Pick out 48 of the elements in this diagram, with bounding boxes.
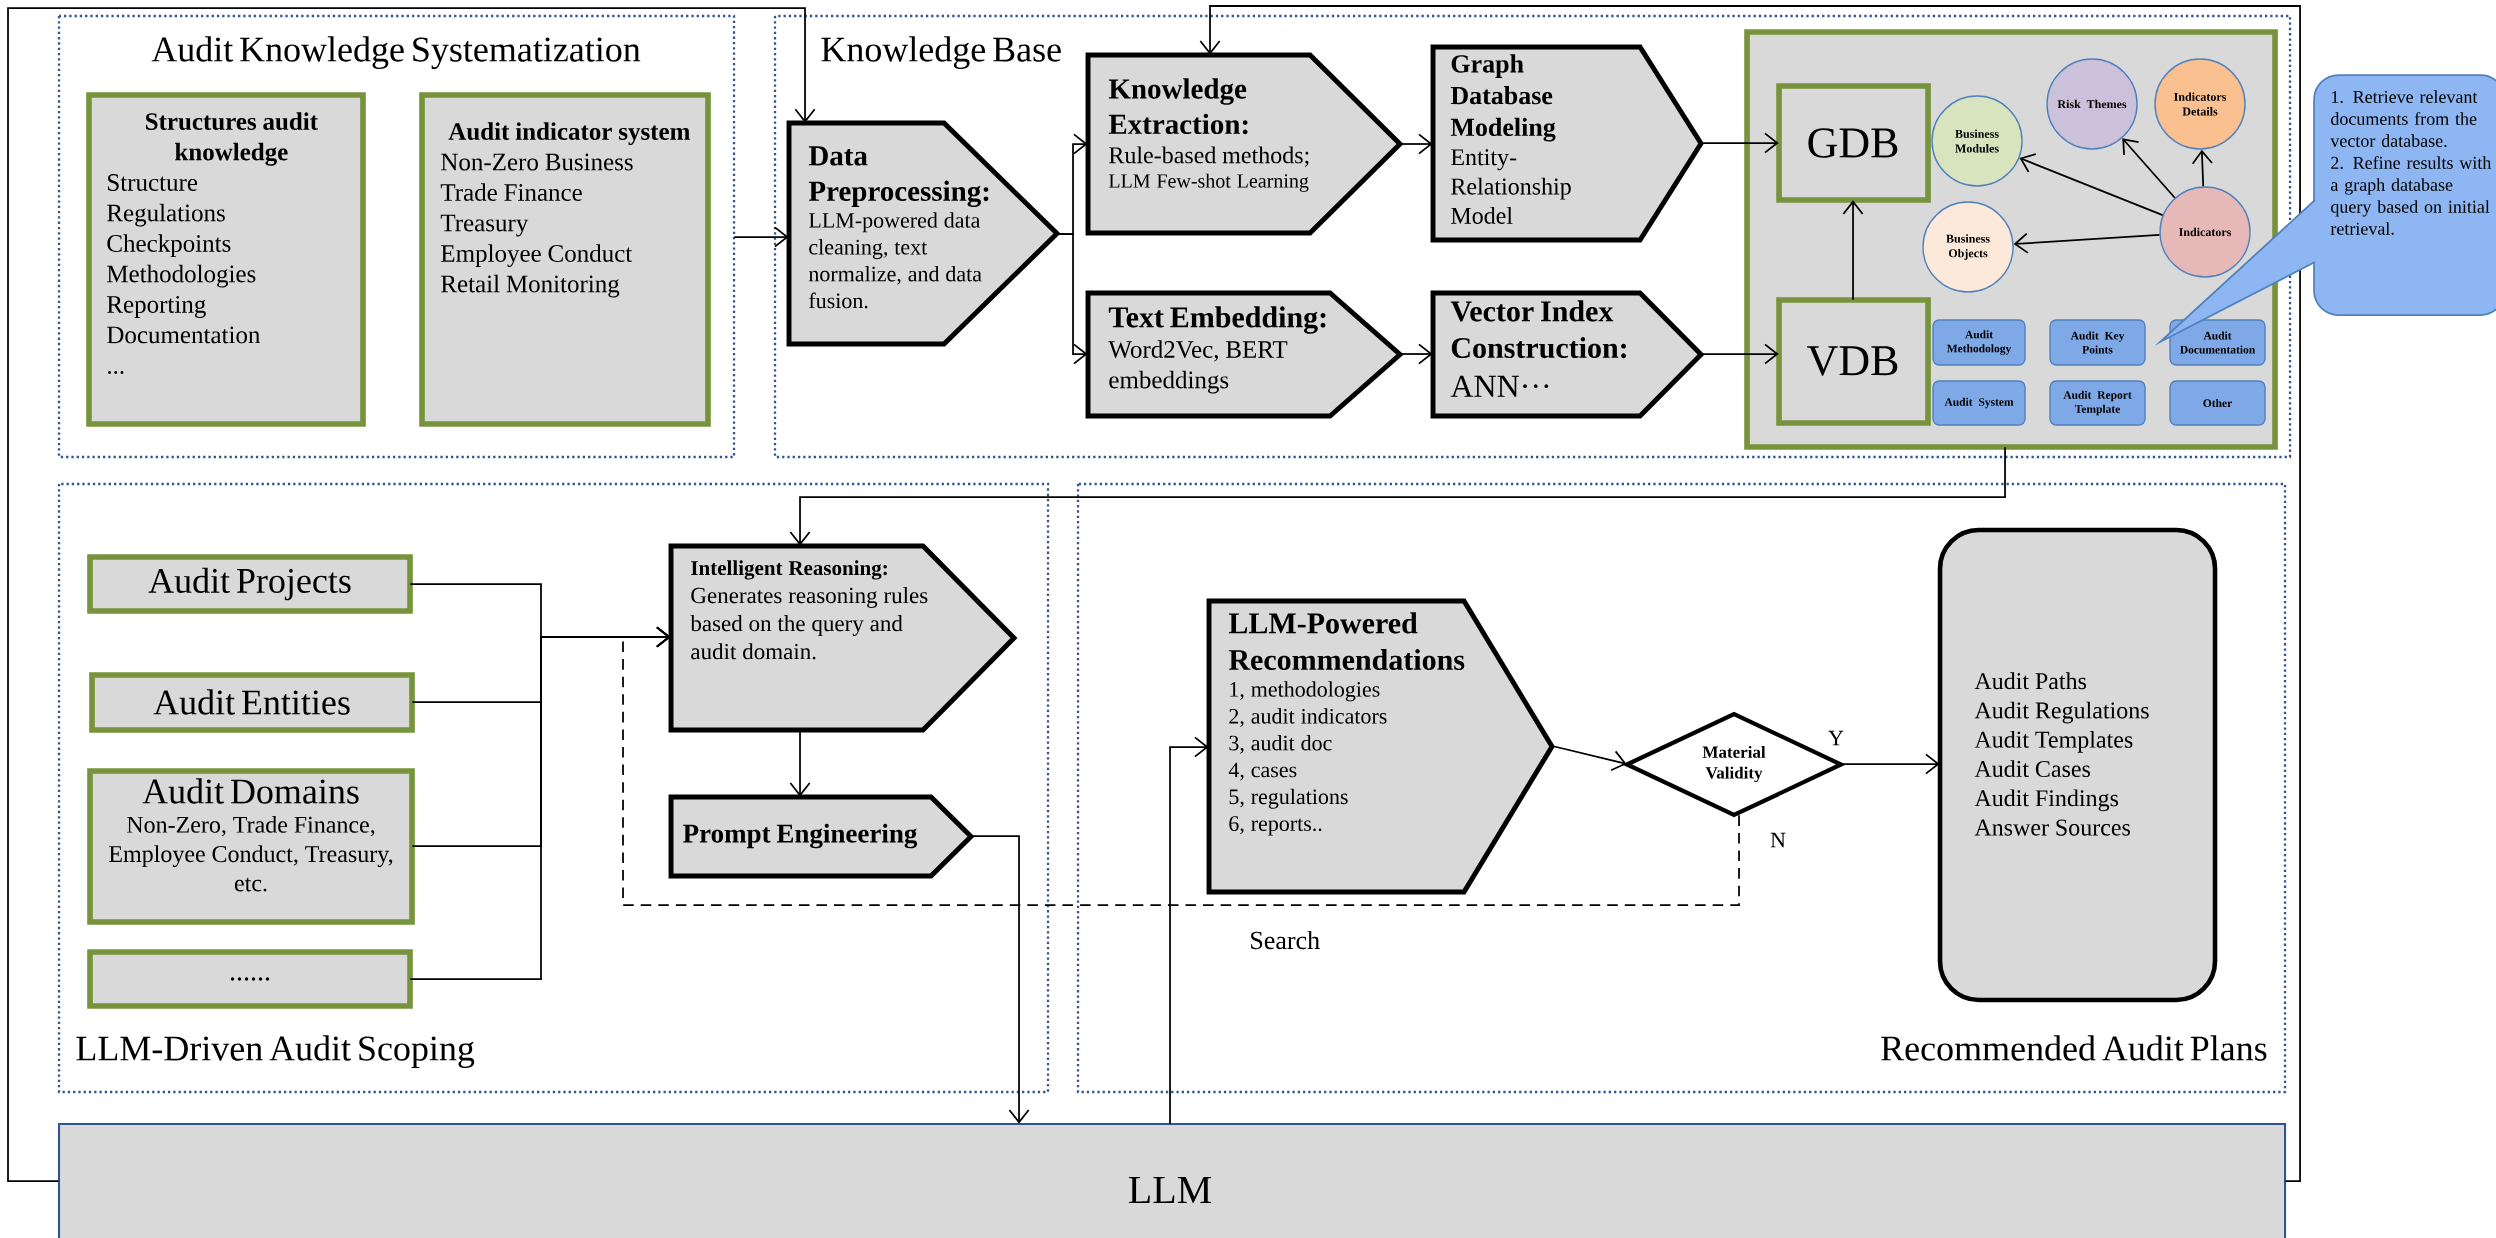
category-box: Structures audit knowledge Structure Regulations Checkpoints Methodologies Reporting Documentation ... <box>86 92 366 427</box>
arrow <box>1199 5 2301 1182</box>
process-arrow-box: Prompt Engineering <box>668 794 975 879</box>
category-tag: Audit System <box>1932 380 2026 426</box>
edge-label: N <box>1768 831 1788 849</box>
category-tag: Audit Methodology <box>1932 319 2026 366</box>
model-bar: LLM <box>57 1122 2287 1238</box>
process-arrow-box: Intelligent Reasoning: Generates reasoning rules based on the query and audit domain. <box>668 543 1018 733</box>
category-box: ...... <box>87 949 413 1009</box>
arrow <box>1399 133 1433 155</box>
arrow <box>970 835 1030 1124</box>
callout-bubble: 1. Retrieve relevant documents from the vector database. 2. Refine results with a graph database query based on initial retrieval. <box>2313 74 2496 316</box>
arrow <box>1169 736 1209 1125</box>
process-arrow-box: Knowledge Extraction: Rule-based methods; LLM Few-shot Learning <box>1085 52 1404 236</box>
arrow <box>2191 149 2213 188</box>
arrow <box>1700 343 1779 365</box>
category-tag: Audit Documentation <box>2169 319 2266 366</box>
process-arrow-box: Graph Database Modeling Entity-Relationship Model <box>1430 44 1704 243</box>
category-box: Audit Projects <box>87 554 413 614</box>
arrow <box>2122 138 2176 199</box>
caption-text: Search <box>1251 930 1320 950</box>
category-tag: Audit Report Template <box>2049 380 2146 426</box>
category-box: Audit indicator system Non-Zero Business Trade Finance Treasury Employee Conduct Retail Monitoring <box>419 92 711 427</box>
arrow <box>789 446 2006 546</box>
arrow <box>1399 343 1433 365</box>
arrow <box>733 226 789 248</box>
process-arrow-box: Data Preprocessing: LLM-powered data cleaning, text normalize, and data fusion. <box>786 120 1061 347</box>
database-box: VDB <box>1776 297 1931 426</box>
category-box: Audit Entities <box>89 672 415 733</box>
arrow <box>1840 753 1940 775</box>
edge-label: Y <box>1826 729 1846 747</box>
arrow <box>7 7 816 1182</box>
category-box: Audit Domains Non-Zero, Trade Finance, Employee Conduct, Treasury, etc. <box>87 768 415 925</box>
process-arrow-box: Text Embedding: Word2Vec, BERT embeddings <box>1085 290 1404 419</box>
dashed-arrow <box>622 626 1740 906</box>
arrow <box>789 729 811 797</box>
process-arrow-box: Vector Index Construction: ANN··· <box>1430 290 1705 419</box>
arrow <box>1842 200 1864 301</box>
database-box: GDB <box>1776 83 1931 203</box>
arrow <box>1700 132 1779 154</box>
category-tag: Other <box>2169 380 2266 426</box>
arrow <box>1551 745 1627 772</box>
category-tag: Audit Key Points <box>2049 319 2146 366</box>
output-box: Audit Paths Audit Regulations Audit Templates Audit Cases Audit Findings Answer Sources <box>1937 527 2218 1003</box>
arrow <box>2013 232 2161 254</box>
process-arrow-box: LLM-Powered Recommendations 1, methodologies 2, audit indicators 3, audit doc 4, cases 5, regulations 6, reports.. <box>1206 598 1555 895</box>
arrow <box>1056 233 1088 365</box>
arrow <box>2019 153 2164 216</box>
